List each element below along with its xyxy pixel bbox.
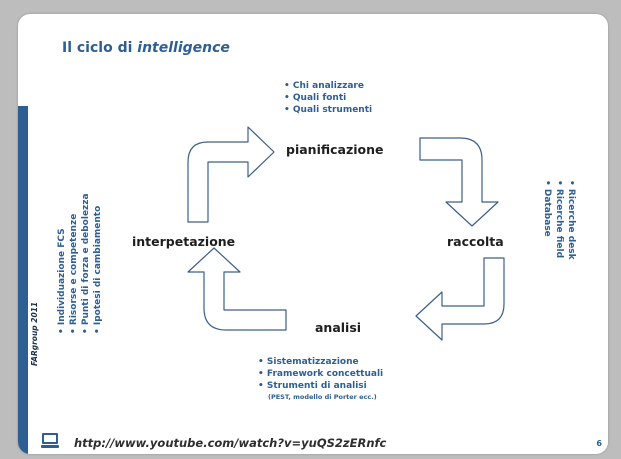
- node-analisi: analisi: [315, 320, 362, 335]
- node-raccolta: raccolta: [447, 234, 504, 249]
- sidebar-bar: [18, 106, 28, 454]
- bullet-item: • Risorse e competenze: [69, 213, 79, 334]
- bullet-item: • Strumenti di analisi: [258, 381, 367, 391]
- node-pianificazione: pianificazione: [286, 142, 384, 157]
- bullet-item: • Ricerche field: [554, 180, 564, 259]
- bullets-raccolta: • Ricerche desk • Ricerche field • Datab…: [541, 180, 577, 260]
- computer-icon: [40, 432, 60, 450]
- bullet-item: • Framework concettuali: [258, 369, 384, 379]
- bullet-item: • Sistematizzazione: [258, 357, 359, 367]
- bullet-item: • Chi analizzare: [284, 81, 364, 91]
- bullet-item: • Ricerche desk: [566, 180, 576, 260]
- cycle-diagram: [187, 126, 505, 341]
- cycle-arrow-bottom-right: [415, 257, 505, 341]
- title-emphasis: intelligence: [137, 40, 230, 56]
- cycle-arrow-top-left: [187, 126, 275, 223]
- bullet-item: • Quali fonti: [284, 93, 347, 103]
- cycle-arrow-top-right: [419, 137, 499, 227]
- title-prefix: Il ciclo di: [62, 40, 138, 56]
- bullets-pianificazione: • Chi analizzare • Quali fonti • Quali s…: [284, 80, 372, 116]
- bullet-item: • Quali strumenti: [284, 105, 373, 115]
- bullet-item: • Database: [542, 180, 552, 237]
- page-number: 6: [596, 439, 602, 448]
- cycle-arrow-bottom-left: [187, 247, 287, 331]
- page-title: Il ciclo di intelligence: [62, 40, 230, 56]
- bullet-note: (PEST, modello di Porter ecc.): [268, 393, 377, 401]
- node-interpetazione: interpetazione: [132, 234, 236, 249]
- video-link[interactable]: http://www.youtube.com/watch?v=yuQS2zERn…: [74, 436, 387, 450]
- slide: Il ciclo di intelligence • Chi analizzar…: [18, 14, 608, 454]
- brand-label: FARgroup 2011: [30, 301, 39, 366]
- bullet-item: • Individuazione FCS: [57, 228, 67, 334]
- bullet-item: • Ipotesi di cambiamento: [93, 205, 103, 334]
- bullets-analisi: • Sistematizzazione • Framework concettu…: [258, 356, 383, 402]
- bullets-interpetazione: • Individuazione FCS • Risorse e compete…: [56, 193, 104, 334]
- bullet-item: • Punti di forza e debolezza: [81, 193, 91, 334]
